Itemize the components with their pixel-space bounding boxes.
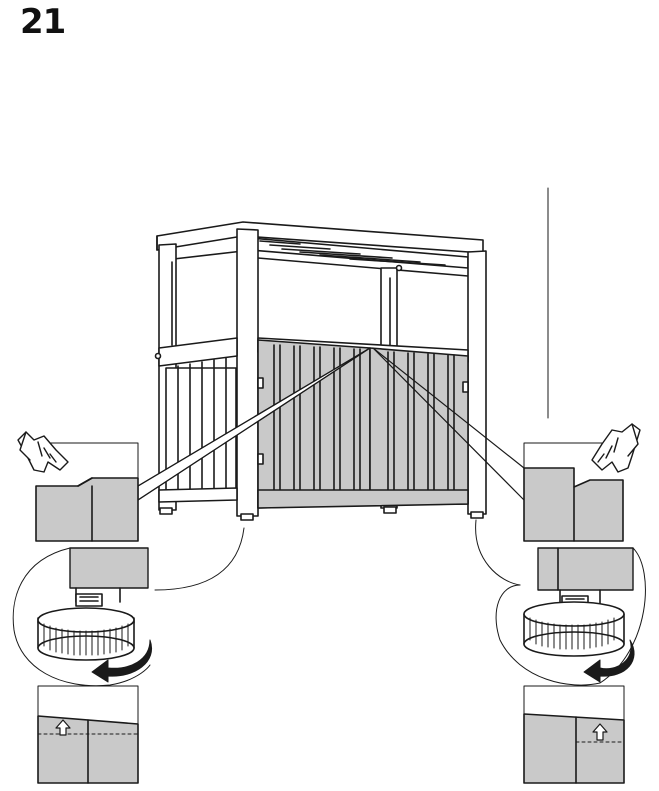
- front-right-leg: [467, 250, 487, 515]
- callout-lines: [137, 347, 525, 501]
- left-foot-adjust-detail: [12, 527, 245, 687]
- foot: [159, 507, 173, 515]
- up-arrow-icon: [592, 723, 608, 741]
- rotate-arrow-icon: [583, 639, 635, 683]
- right-bottom-alignment-detail: [523, 685, 625, 784]
- hand-pointing-right-icon: [591, 423, 641, 473]
- right-foot-adjust-detail: [475, 519, 646, 686]
- cabinet: [154, 221, 487, 521]
- foot: [240, 513, 254, 521]
- foot: [383, 506, 397, 514]
- step-number: 21: [20, 2, 66, 42]
- rotate-arrow-icon: [91, 639, 153, 683]
- up-arrow-icon: [55, 719, 71, 736]
- front-left-leg: [236, 228, 259, 517]
- hand-pointing-left-icon: [17, 431, 69, 473]
- right-detail-door-gap: [523, 442, 624, 542]
- left-bottom-alignment-detail: [37, 685, 139, 784]
- foot: [470, 511, 484, 519]
